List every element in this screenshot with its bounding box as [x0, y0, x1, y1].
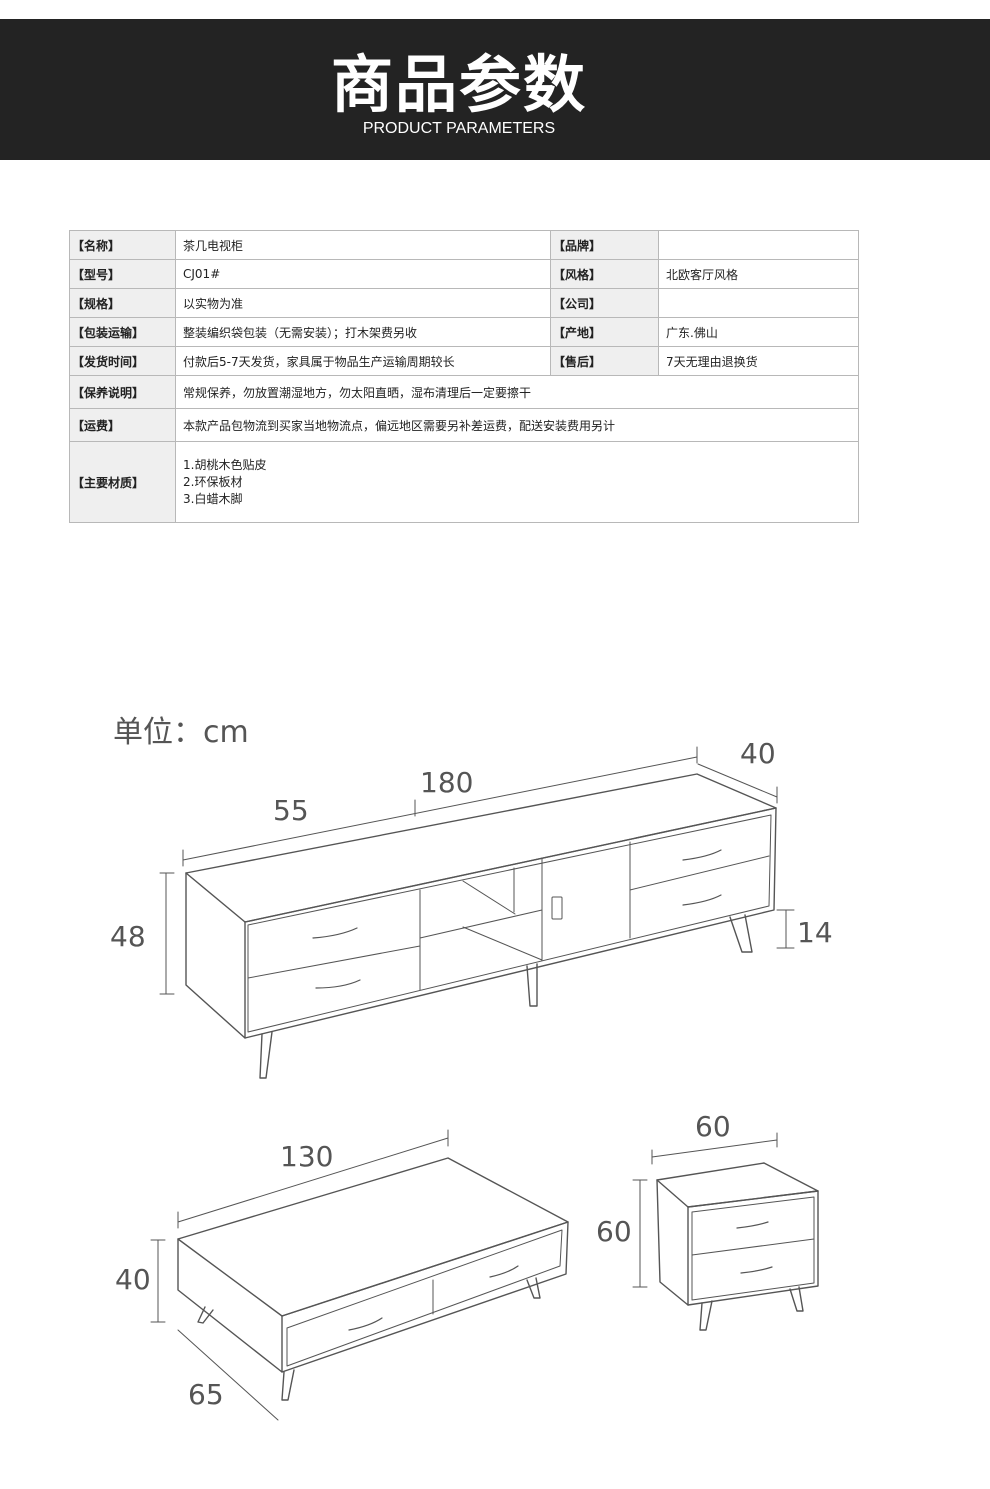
- material-item: 2.环保板材: [183, 474, 243, 489]
- material-item: 3.白蜡木脚: [183, 491, 243, 506]
- param-value: 本款产品包物流到买家当地物流点，偏远地区需要另补差运费，配送安装费用另计: [175, 408, 859, 442]
- param-label: 【规格】: [69, 288, 176, 318]
- param-value: 以实物为准: [175, 288, 551, 318]
- tv-section-label: 55: [273, 794, 309, 827]
- nightstand-height-label: 60: [596, 1215, 632, 1248]
- parameter-table: 【名称】 茶几电视柜 【品牌】 【型号】 CJ01# 【风格】 北欧客厅风格 【…: [69, 230, 859, 523]
- page-subtitle: PRODUCT PARAMETERS: [362, 120, 556, 137]
- table-row: 【运费】 本款产品包物流到买家当地物流点，偏远地区需要另补差运费，配送安装费用另…: [69, 408, 859, 442]
- param-value: 常规保养，勿放置潮湿地方，勿太阳直晒，湿布清理后一定要擦干: [175, 375, 859, 409]
- coffee-table-depth-label: 65: [188, 1378, 224, 1411]
- param-label: 【发货时间】: [69, 346, 176, 376]
- header-banner: 商品参数 PRODUCT PARAMETERS: [0, 19, 990, 160]
- table-row: 【规格】 以实物为准 【公司】: [69, 288, 859, 318]
- param-value: 7天无理由退换货: [658, 346, 859, 376]
- tv-length-label: 180: [420, 766, 473, 799]
- param-label: 【保养说明】: [69, 375, 176, 409]
- param-label: 【主要材质】: [69, 441, 176, 523]
- nightstand-drawing: [632, 1132, 819, 1331]
- tv-height-label: 48: [110, 920, 146, 953]
- tv-cabinet-drawing: [159, 746, 795, 1079]
- page-title: 商品参数: [330, 48, 587, 121]
- coffee-table-drawing: [150, 1129, 569, 1421]
- param-label: 【型号】: [69, 259, 176, 289]
- table-row: 【保养说明】 常规保养，勿放置潮湿地方，勿太阳直晒，湿布清理后一定要擦干: [69, 375, 859, 409]
- material-item: 1.胡桃木色贴皮: [183, 457, 267, 472]
- param-label: 【公司】: [550, 288, 659, 318]
- unit-label: 单位：cm: [113, 715, 249, 750]
- param-label: 【售后】: [550, 346, 659, 376]
- param-value: 北欧客厅风格: [658, 259, 859, 289]
- table-row: 【发货时间】 付款后5-7天发货，家具属于物品生产运输周期较长 【售后】 7天无…: [69, 346, 859, 376]
- table-row: 【主要材质】 1.胡桃木色贴皮 2.环保板材 3.白蜡木脚: [69, 441, 859, 523]
- param-label: 【产地】: [550, 317, 659, 347]
- materials-list: 1.胡桃木色贴皮 2.环保板材 3.白蜡木脚: [175, 441, 859, 523]
- param-label: 【包装运输】: [69, 317, 176, 347]
- param-label: 【运费】: [69, 408, 176, 442]
- param-label: 【风格】: [550, 259, 659, 289]
- coffee-table-height-label: 40: [115, 1263, 151, 1296]
- tv-leg-label: 14: [797, 916, 833, 949]
- tv-depth-label: 40: [740, 737, 776, 770]
- coffee-table-length-label: 130: [280, 1140, 333, 1173]
- param-label: 【品牌】: [550, 230, 659, 260]
- table-row: 【型号】 CJ01# 【风格】 北欧客厅风格: [69, 259, 859, 289]
- param-value: 付款后5-7天发货，家具属于物品生产运输周期较长: [175, 346, 551, 376]
- nightstand-width-label: 60: [695, 1110, 731, 1143]
